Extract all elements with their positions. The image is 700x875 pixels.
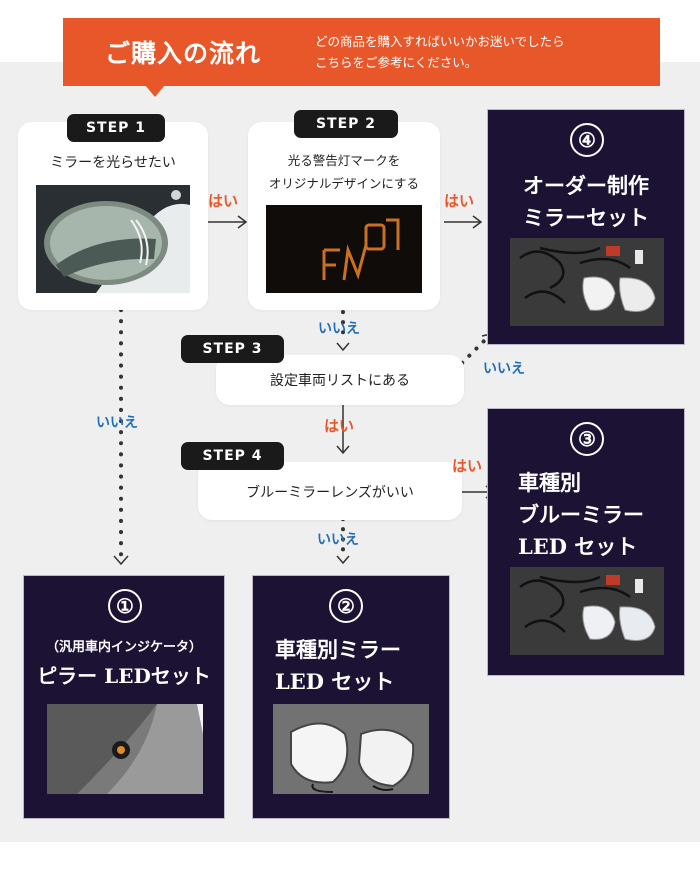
result-2-line2: LED セット [275, 669, 395, 694]
header-banner: ご購入の流れ どの商品を購入すればいいかお迷いでしたら こちらをご参考にください… [63, 18, 660, 86]
label-no-step3: いいえ [483, 361, 525, 377]
banner-title: ご購入の流れ [105, 39, 262, 68]
banner-desc-line2: こちらをご参考にください。 [315, 55, 478, 70]
banner-desc-line1: どの商品を購入すればいいかお迷いでしたら [315, 34, 565, 49]
step3-card: 設定車両リストにある [216, 355, 464, 405]
result-3-line1: 車種別 [518, 470, 581, 495]
step4-text: ブルーミラーレンズがいい [246, 485, 414, 501]
label-yes-step1: はい [208, 192, 239, 210]
step3-badge: STEP 3 [181, 335, 284, 363]
label-no-step2: いいえ [318, 321, 360, 337]
step4-card: ブルーミラーレンズがいい [198, 462, 462, 520]
banner-description: どの商品を購入すればいいかお迷いでしたら こちらをご参考にください。 [315, 31, 565, 73]
result-1-number: ① [108, 589, 142, 623]
result-3-number: ③ [570, 422, 604, 456]
label-yes-step3: はい [324, 417, 355, 435]
result-1-subtitle: （汎用車内インジケータ） [45, 640, 202, 655]
step2-text-line2: オリジナルデザインにする [268, 176, 420, 191]
label-yes-step4: はい [452, 457, 483, 475]
step1-badge: STEP 1 [67, 114, 165, 142]
result-4-line1: オーダー制作 [523, 173, 649, 198]
result-2-mirror-led-set: ② 車種別ミラー LED セット [252, 575, 450, 819]
result-4-line2: ミラーセット [523, 205, 649, 230]
step1-mirror-photo [36, 185, 190, 293]
result-4-order-mirror-set: ④ オーダー制作 ミラーセット [487, 109, 685, 345]
result-1-product-photo [47, 704, 203, 794]
step2-card: 光る警告灯マークを オリジナルデザインにする [248, 122, 440, 310]
banner-pointer [145, 85, 165, 97]
result-3-line2: ブルーミラー [518, 502, 644, 527]
result-3-line3: LED セット [518, 534, 638, 559]
result-4-number: ④ [570, 123, 604, 157]
result-3-blue-mirror-led-set: ③ 車種別 ブルーミラー LED セット [487, 408, 685, 676]
label-yes-step2: はい [444, 192, 475, 210]
result-1-line1: ピラー LEDセット [37, 664, 211, 688]
step4-badge: STEP 4 [181, 442, 284, 470]
result-2-line1: 車種別ミラー [275, 637, 401, 662]
step2-badge: STEP 2 [294, 110, 398, 138]
step2-warning-light-photo [266, 205, 422, 293]
result-3-product-photo [510, 567, 664, 655]
step3-text: 設定車両リストにある [270, 373, 410, 389]
step2-text-line1: 光る警告灯マークを [287, 153, 401, 168]
label-no-step1: いいえ [96, 415, 138, 431]
step1-card: ミラーを光らせたい [18, 122, 208, 310]
result-1-pillar-led-set: ① （汎用車内インジケータ） ピラー LEDセット [23, 575, 225, 819]
result-2-number: ② [329, 589, 363, 623]
result-4-product-photo [510, 238, 664, 326]
step1-text: ミラーを光らせたい [50, 155, 176, 171]
label-no-step4: いいえ [317, 532, 359, 548]
result-2-product-photo [273, 704, 429, 794]
